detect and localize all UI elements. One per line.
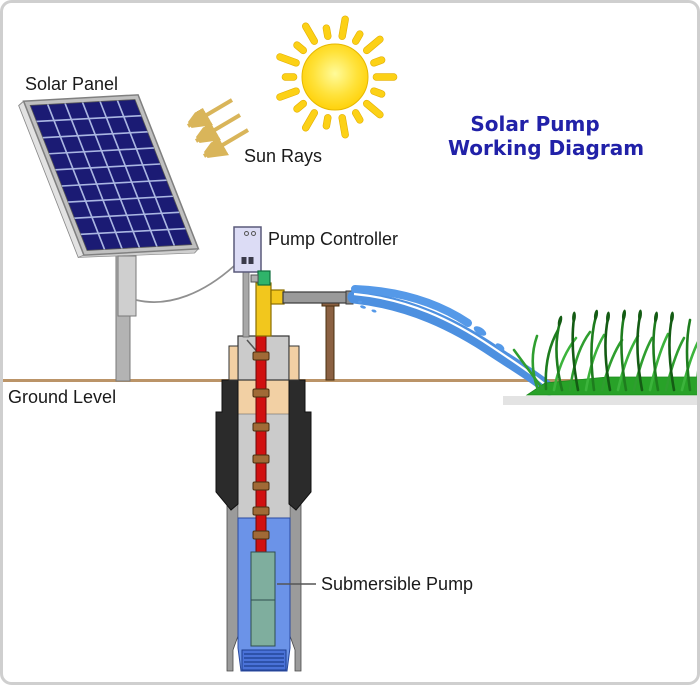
pump-controller-label: Pump Controller	[268, 229, 398, 249]
title-line2: Working Diagram	[448, 136, 644, 160]
valve-green-icon	[257, 270, 271, 286]
sun-disc	[301, 43, 369, 111]
pole-junction-box	[117, 255, 137, 317]
sun-icon	[276, 15, 398, 139]
wellhead-tan-left	[228, 345, 239, 381]
sun-rays-label: Sun Rays	[244, 146, 322, 166]
solar-panel-label: Solar Panel	[25, 74, 118, 94]
grass-shadow	[503, 396, 700, 405]
page-title: Solar Pump Working Diagram	[448, 112, 644, 160]
pump-controller-icon	[233, 226, 262, 273]
sun-rays-icon	[276, 15, 398, 139]
well-screen	[241, 649, 287, 671]
panel-to-controller-wire	[135, 265, 235, 303]
grass-blades	[512, 314, 700, 392]
valve-knob	[250, 274, 259, 283]
well-casing-black	[215, 379, 312, 511]
submersible-pump-label: Submersible Pump	[321, 574, 473, 594]
ground-line	[0, 379, 700, 382]
wellhead-tan-right	[288, 345, 300, 381]
title-line1: Solar Pump	[470, 112, 599, 136]
pipe-couplings	[252, 351, 270, 540]
riser-pipe-yellow	[255, 282, 272, 337]
controller-pole	[242, 270, 250, 338]
sun-ray-arrows-icon	[188, 98, 250, 156]
ground-level-label: Ground Level	[8, 387, 116, 407]
submersible-pump-icon	[250, 551, 276, 647]
water-spray-icon	[347, 285, 556, 396]
panel-grid-lines	[36, 100, 186, 250]
pipe-tee-yellow	[270, 289, 285, 305]
drop-pipe-red	[255, 333, 267, 553]
outlet-pipe-gray	[282, 291, 353, 304]
grass-seed-heads	[557, 309, 674, 327]
pipe-support-post	[321, 299, 340, 381]
solar-panel-icon	[18, 94, 200, 259]
